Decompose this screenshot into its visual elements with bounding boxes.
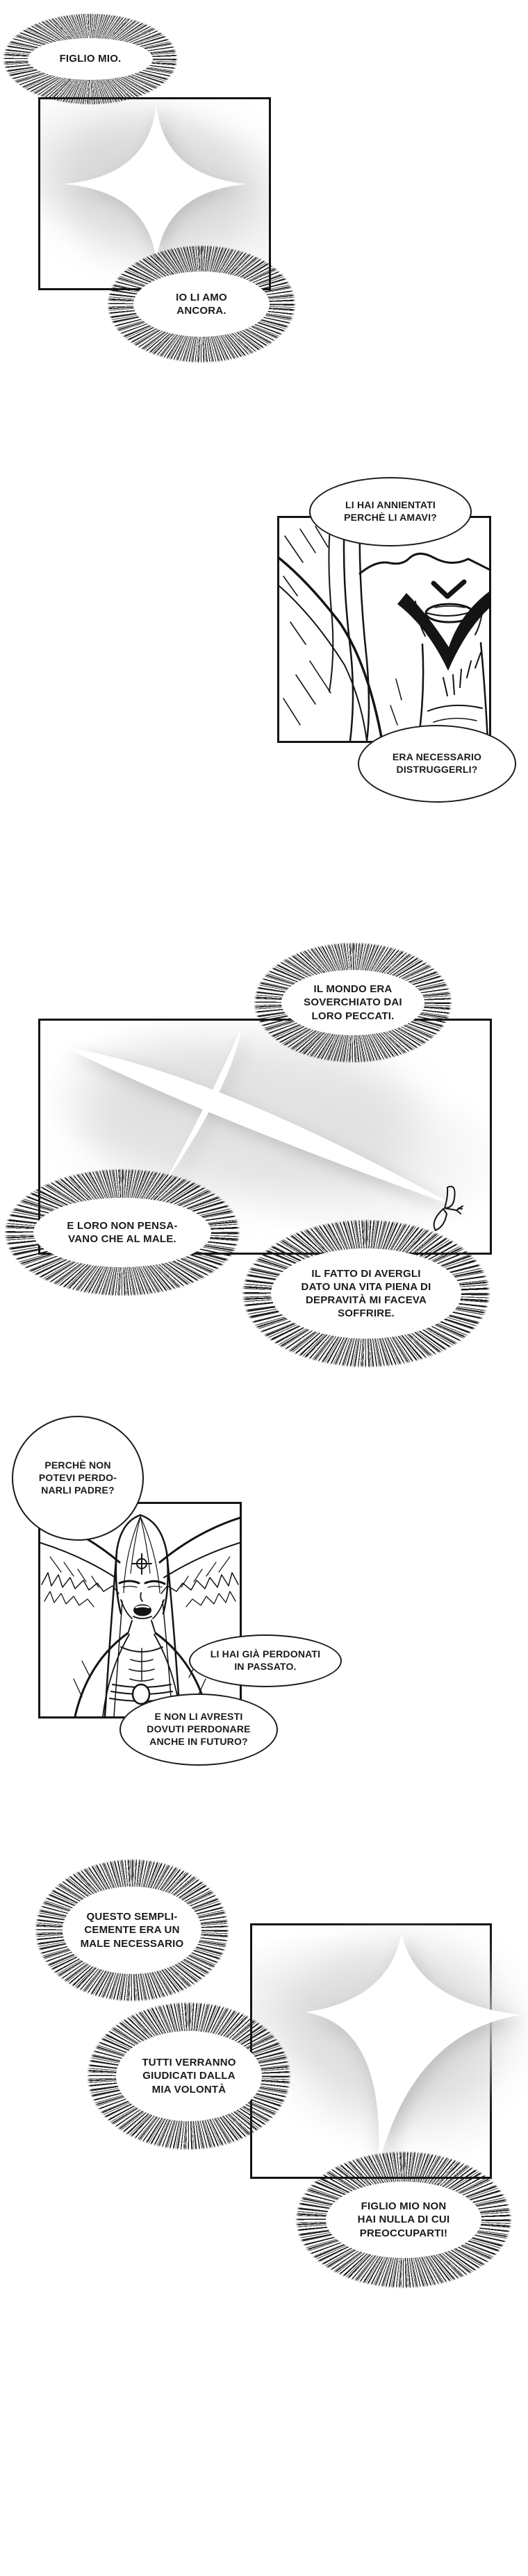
speech-text: IL MONDO ERA SOVERCHIATO DAI LORO PECCAT… <box>304 983 402 1022</box>
speech-bubble-oval-4: ERA NECESSARIO DISTRUGGERLI? <box>358 725 516 803</box>
speech-bubble-burst-12: TUTTI VERRANNO GIUDICATI DALLA MIA VOLON… <box>87 2002 291 2150</box>
speech-bubble-burst-6: E LORO NON PENSA- VANO CHE AL MALE. <box>4 1169 240 1296</box>
panel-3 <box>38 1019 492 1255</box>
speech-bubble-burst-7: IL FATTO DI AVERGLI DATO UNA VITA PIENA … <box>242 1219 490 1368</box>
diagonal-cross-figure <box>65 1027 462 1213</box>
panel-2 <box>277 516 491 743</box>
speech-text: LI HAI GIÀ PERDONATI IN PASSATO. <box>210 1648 321 1672</box>
speech-bubble-oval-3: LI HAI ANNIENTATI PERCHÈ LI AMAVI? <box>309 477 472 546</box>
speech-text: PERCHÈ NON POTEVI PERDO- NARLI PADRE? <box>38 1460 117 1496</box>
speech-text: IL FATTO DI AVERGLI DATO UNA VITA PIENA … <box>301 1267 431 1320</box>
speech-bubble-oval-10: E NON LI AVRESTI DOVUTI PERDONARE ANCHE … <box>119 1693 278 1766</box>
speech-bubble-oval-9: LI HAI GIÀ PERDONATI IN PASSATO. <box>189 1634 342 1687</box>
speech-bubble-oval-8: PERCHÈ NON POTEVI PERDO- NARLI PADRE? <box>12 1416 144 1541</box>
deity-face-figure <box>279 518 489 741</box>
speech-bubble-burst-1: FIGLIO MIO. <box>3 13 178 105</box>
speech-text: FIGLIO MIO NON HAI NULLA DI CUI PREOCCUP… <box>357 2200 450 2239</box>
speech-bubble-burst-5: IL MONDO ERA SOVERCHIATO DAI LORO PECCAT… <box>254 942 452 1063</box>
speech-bubble-burst-2: IO LI AMO ANCORA. <box>107 245 296 363</box>
speech-text: IO LI AMO ANCORA. <box>176 291 227 317</box>
speech-text: ERA NECESSARIO DISTRUGGERLI? <box>392 751 482 775</box>
speech-text: E LORO NON PENSA- VANO CHE AL MALE. <box>67 1219 178 1245</box>
speech-bubble-burst-13: FIGLIO MIO NON HAI NULLA DI CUI PREOCCUP… <box>295 2151 512 2289</box>
speech-text: TUTTI VERRANNO GIUDICATI DALLA MIA VOLON… <box>142 2057 236 2096</box>
speech-text: FIGLIO MIO. <box>59 53 122 65</box>
cross-glow-figure <box>51 105 260 267</box>
speech-text: LI HAI ANNIENTATI PERCHÈ LI AMAVI? <box>344 499 437 523</box>
speech-bubble-burst-11: QUESTO SEMPLI- CEMENTE ERA UN MALE NECES… <box>35 1859 229 2002</box>
speech-text: QUESTO SEMPLI- CEMENTE ERA UN MALE NECES… <box>80 1911 184 1950</box>
panel-1 <box>38 97 271 290</box>
speech-text: E NON LI AVRESTI DOVUTI PERDONARE ANCHE … <box>147 1711 251 1747</box>
